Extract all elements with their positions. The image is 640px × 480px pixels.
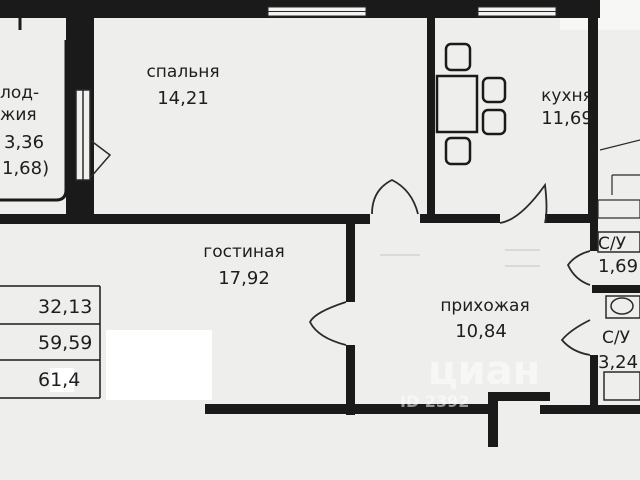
bath1-fixture (597, 231, 640, 253)
kitchen-bottom-wall-left (420, 214, 500, 223)
total-with-balcony: 61,4 (38, 369, 81, 391)
chair-3 (481, 76, 507, 104)
bottom-right-jamb (488, 392, 498, 447)
living-hallway-divider-top (346, 222, 355, 302)
balcony-area: 3,36 (4, 132, 45, 153)
bedroom-door-arc (371, 178, 419, 215)
hallway-name: прихожая (440, 296, 530, 316)
chair-1 (444, 42, 472, 72)
kitchen-name: кухня (541, 86, 593, 106)
bath1-door-arc (566, 250, 591, 286)
living-area-total: 32,13 (38, 296, 93, 318)
bath2-fixture (603, 371, 640, 401)
watermark-id: ID 2392 (400, 392, 470, 411)
sink (610, 297, 634, 315)
bath1-name: С/У (598, 234, 626, 254)
chair-2 (444, 136, 472, 166)
balcony-door (75, 89, 112, 181)
hallway-area: 10,84 (455, 321, 507, 342)
bath-left-wall-top (590, 223, 598, 251)
bath2-area: 3,24 (598, 352, 639, 373)
total-value-cover (50, 368, 74, 392)
kitchen-door-arc (499, 182, 548, 224)
bath-fixtures (597, 231, 640, 401)
bottom-wall-left (205, 404, 490, 414)
chair-4 (481, 108, 507, 136)
kitchen-furniture (435, 42, 507, 166)
kitchen-area: 11,69 (541, 108, 593, 129)
bath2-door-arc (560, 319, 591, 356)
kitchen-bottom-wall-right (545, 214, 595, 223)
bottom-wall-lower (490, 392, 550, 401)
summary-table (0, 285, 101, 399)
living-door-arc (308, 301, 347, 346)
living-name: гостиная (203, 242, 285, 262)
bath-divider-wall (592, 285, 640, 293)
living-area: 17,92 (218, 268, 270, 289)
faint-marks (380, 249, 540, 267)
bedroom-kitchen-divider (427, 18, 435, 223)
living-hallway-divider-bottom (346, 345, 355, 415)
balcony-frame (0, 18, 68, 202)
bath-left-wall-bottom (590, 355, 598, 410)
bath1-area: 1,69 (598, 256, 639, 277)
bedroom-area: 14,21 (157, 88, 209, 109)
kitchen-table (435, 74, 479, 134)
bath2-name: С/У (602, 328, 630, 348)
balcony-name: лод- жия (0, 83, 40, 126)
balcony-area-alt: 1,68) (2, 158, 50, 179)
kitchen-counter (597, 139, 640, 219)
kitchen-right-wall (588, 18, 598, 223)
bedroom-name: спальня (146, 62, 220, 82)
redaction-box (106, 330, 212, 400)
doors (308, 178, 591, 356)
bedroom-bottom-wall (0, 214, 370, 224)
total-area: 59,59 (38, 332, 93, 354)
windows (267, 6, 557, 17)
watermark-logo: циан (428, 348, 541, 394)
